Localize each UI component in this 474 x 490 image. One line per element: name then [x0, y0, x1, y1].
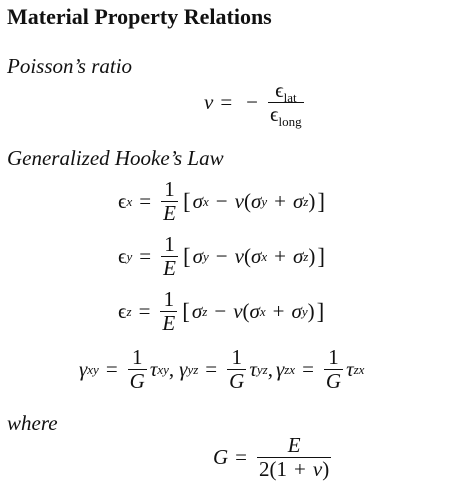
one-over-G-fraction: 1 G — [323, 345, 344, 394]
section-generalized-hookes-law: Generalized Hooke’s Law — [7, 146, 224, 170]
shear-modulus-equation: G = E 2(1+ν) — [213, 433, 332, 482]
one-over-E-fraction: 1 E — [161, 177, 178, 226]
page-title: Material Property Relations — [7, 4, 272, 29]
denominator: ϵlong — [268, 102, 304, 130]
minus-sign: − — [246, 90, 259, 115]
numerator: ϵlat — [275, 78, 297, 106]
nu-symbol: ν — [204, 90, 214, 115]
one-over-E-fraction: 1 E — [160, 287, 178, 336]
one-over-G-fraction: 1 G — [227, 345, 247, 394]
one-over-E-fraction: 1 E — [161, 232, 178, 281]
shear-modulus-fraction: E 2(1+ν) — [257, 433, 332, 482]
one-over-G-fraction: 1 G — [127, 345, 147, 394]
denominator: 2(1+ν) — [257, 457, 332, 482]
section-where: where — [7, 411, 58, 435]
equals-sign: = — [220, 90, 233, 115]
section-poissons-ratio: Poisson’s ratio — [7, 54, 133, 78]
poissons-ratio-equation: ν = − ϵlat ϵlong — [204, 78, 307, 130]
strain-ratio-fraction: ϵlat ϵlong — [268, 78, 304, 130]
